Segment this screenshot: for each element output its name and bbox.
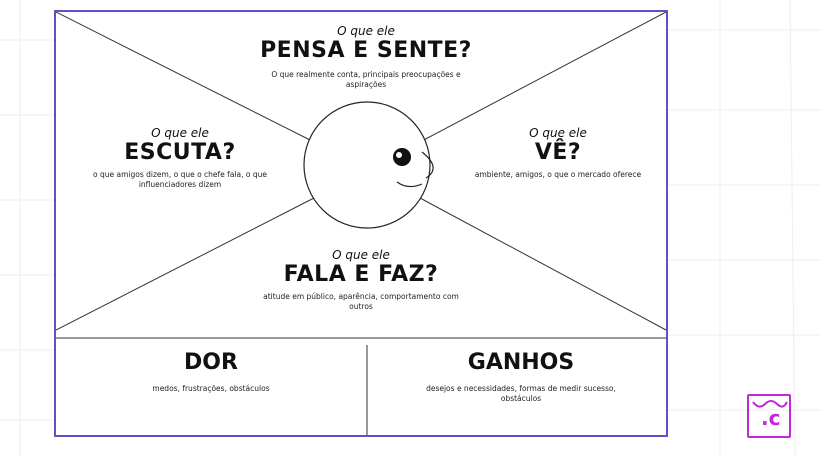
think-feel-description: O que realmente conta, principais preocu… — [271, 70, 461, 89]
diagonal-top-left — [56, 12, 315, 143]
say-do-question: O que ele — [332, 248, 390, 262]
pains-section: DOR medos, frustrações, obstáculos — [96, 350, 326, 394]
gains-description: desejos e necessidades, formas de medir … — [426, 384, 616, 403]
see-section: O que ele VÊ? ambiente, amigos, o que o … — [470, 126, 646, 180]
say-do-description: atitude em público, aparência, comportam… — [263, 292, 459, 311]
see-title: VÊ? — [534, 140, 582, 165]
head-icon — [303, 101, 434, 229]
diagonal-bottom-left — [56, 197, 315, 331]
hear-title: ESCUTA? — [124, 140, 236, 165]
think-feel-title: PENSA E SENTE? — [260, 38, 472, 63]
see-description: ambiente, amigos, o que o mercado oferec… — [474, 170, 642, 179]
hear-section: O que ele ESCUTA? o que amigos dizem, o … — [82, 126, 278, 190]
say-do-section: O que ele FALA E FAZ? atitude em público… — [236, 248, 486, 312]
map-lines — [56, 12, 666, 435]
brand-logo: .c — [747, 394, 791, 438]
see-question: O que ele — [529, 126, 587, 140]
pains-title: DOR — [184, 350, 238, 375]
hear-question: O que ele — [151, 126, 209, 140]
logo-mark: .c — [761, 406, 781, 430]
gains-section: GANHOS desejos e necessidades, formas de… — [406, 350, 636, 404]
hear-description: o que amigos dizem, o que o chefe fala, … — [93, 170, 267, 189]
empathy-map: O que ele PENSA E SENTE? O que realmente… — [54, 10, 668, 437]
diagonal-top-right — [419, 12, 666, 143]
wave-icon — [752, 400, 788, 408]
think-feel-question: O que ele — [337, 24, 395, 38]
think-feel-section: O que ele PENSA E SENTE? O que realmente… — [226, 24, 506, 90]
gains-title: GANHOS — [467, 350, 575, 375]
diagonal-bottom-right — [419, 197, 666, 331]
say-do-title: FALA E FAZ? — [283, 262, 439, 287]
pains-description: medos, frustrações, obstáculos — [152, 384, 270, 393]
